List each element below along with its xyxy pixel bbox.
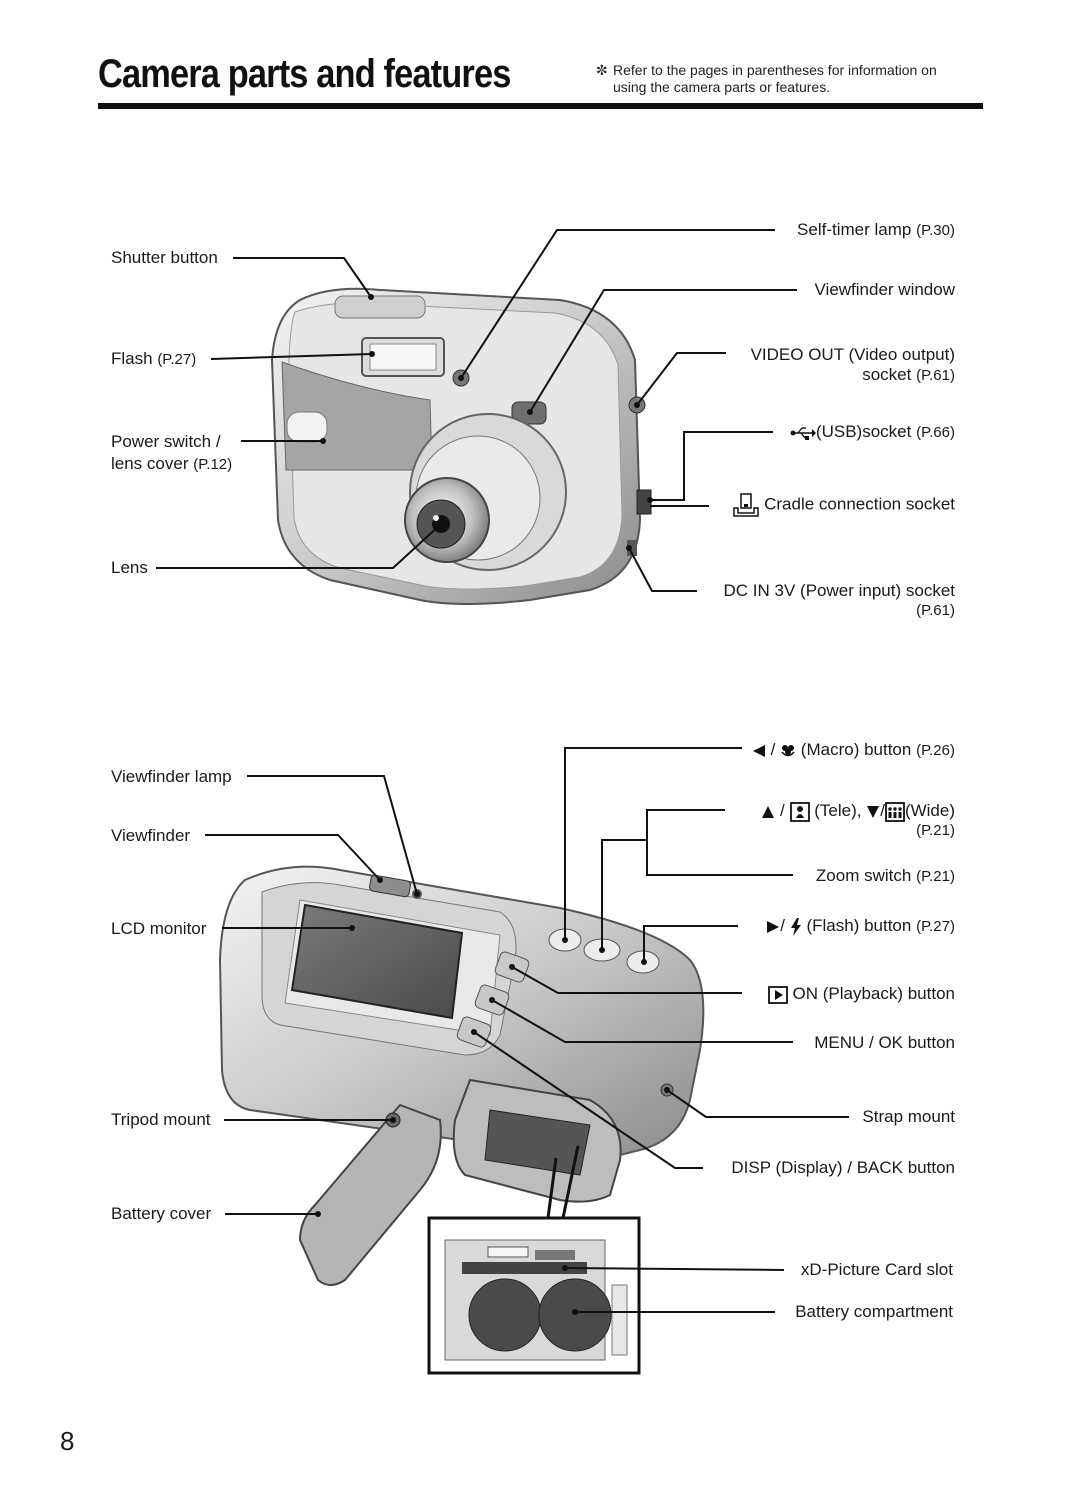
- label-tele-sep: /: [775, 801, 790, 820]
- label-flash-button: / (Flash) button (P.27): [766, 915, 955, 938]
- label-macro-sep: /: [765, 740, 781, 759]
- label-battery-cover: Battery cover: [111, 1204, 212, 1223]
- label-usb-socket: (USB)socket (P.66): [790, 421, 955, 444]
- label-tele-wide-ref: (P.21): [916, 822, 955, 839]
- label-strap-mount: Strap mount: [862, 1107, 955, 1126]
- label-power-switch-line-1: Power switch /: [111, 432, 221, 451]
- battery-compartment-inset: [427, 1216, 641, 1375]
- label-tele-text: (Tele),: [814, 801, 862, 820]
- label-flash-text: Flash: [111, 349, 153, 368]
- left-arrow-icon: [752, 744, 765, 757]
- label-playback-text: ON (Playback) button: [792, 984, 955, 1003]
- label-flash-ref: (P.27): [157, 351, 197, 368]
- note-symbol: ✼: [596, 62, 608, 78]
- label-self-timer-text: Self-timer lamp: [797, 220, 912, 239]
- back-camera: [218, 865, 705, 1286]
- back-leader-dots: [315, 877, 670, 1315]
- label-flash-button-text: (Flash) button: [806, 916, 912, 935]
- front-leader-dots: [320, 294, 653, 551]
- label-cradle-text: Cradle connection socket: [764, 494, 955, 514]
- label-cradle-socket: Cradle connection socket: [733, 493, 955, 517]
- macro-flower-icon: [781, 744, 795, 756]
- label-lens: Lens: [111, 558, 148, 577]
- label-tripod-mount: Tripod mount: [111, 1110, 211, 1129]
- label-battery-compartment: Battery compartment: [795, 1302, 953, 1321]
- label-usb-ref: (P.66): [916, 424, 955, 441]
- label-video-out-ref: (P.61): [916, 367, 955, 384]
- label-viewfinder-lamp: Viewfinder lamp: [111, 767, 232, 786]
- label-zoom-switch-text: Zoom switch: [815, 866, 912, 885]
- label-power-switch-line-2: lens cover (P.12): [111, 453, 232, 476]
- up-arrow-icon: [762, 805, 775, 818]
- label-lcd-monitor: LCD monitor: [111, 919, 207, 938]
- label-menu-ok-button: MENU / OK button: [814, 1033, 955, 1052]
- label-viewfinder: Viewfinder: [111, 826, 191, 845]
- label-macro-button: / (Macro) button (P.26): [752, 739, 955, 762]
- label-video-out-text: socket: [862, 365, 912, 384]
- back-leader-lines: [205, 747, 849, 1313]
- label-self-timer: Self-timer lamp (P.30): [797, 219, 955, 242]
- front-leader-lines: [156, 229, 797, 592]
- note-line-1: Refer to the pages in parentheses for in…: [613, 62, 937, 78]
- front-camera: [270, 287, 652, 605]
- right-arrow-icon: [767, 920, 780, 933]
- label-video-out-line-2: socket (P.61): [862, 364, 955, 387]
- label-disp-back-button: DISP (Display) / BACK button: [731, 1158, 955, 1177]
- page-number: 8: [60, 1426, 75, 1456]
- label-usb-text: (USB)socket: [815, 422, 912, 441]
- label-flash-button-ref: (P.27): [916, 918, 955, 935]
- label-macro-ref: (P.26): [916, 742, 955, 759]
- tele-icon: [789, 801, 810, 822]
- page-title: Camera parts and features: [98, 52, 511, 96]
- label-zoom-switch: Zoom switch (P.21): [816, 865, 955, 888]
- header-rule: [98, 103, 983, 109]
- label-wide-text: (Wide): [904, 801, 955, 820]
- usb-icon: [790, 426, 816, 440]
- label-dc-in: DC IN 3V (Power input) socket: [723, 581, 955, 600]
- cradle-icon: [733, 493, 760, 517]
- label-power-switch-text: lens cover: [111, 454, 189, 473]
- wide-icon: [885, 801, 905, 822]
- label-playback-button: ON (Playback) button: [767, 983, 955, 1005]
- label-tele-wide: / (Tele), /(Wide): [761, 800, 955, 822]
- label-dc-in-ref: (P.61): [916, 602, 955, 619]
- label-viewfinder-window: Viewfinder window: [814, 280, 955, 299]
- playback-icon: [767, 985, 788, 1004]
- label-video-out-line-1: VIDEO OUT (Video output): [750, 345, 955, 364]
- label-zoom-switch-ref: (P.21): [916, 868, 955, 885]
- label-shutter-button: Shutter button: [111, 248, 218, 267]
- label-power-switch-ref: (P.12): [193, 456, 233, 473]
- label-flash: Flash (P.27): [111, 348, 196, 371]
- note-line-2: using the camera parts or features.: [613, 79, 831, 95]
- flash-bolt-icon: [790, 917, 801, 936]
- down-arrow-icon: [867, 805, 880, 818]
- label-xd-slot: xD-Picture Card slot: [800, 1260, 953, 1279]
- label-macro-text: (Macro) button: [800, 740, 912, 759]
- label-self-timer-ref: (P.30): [916, 222, 955, 239]
